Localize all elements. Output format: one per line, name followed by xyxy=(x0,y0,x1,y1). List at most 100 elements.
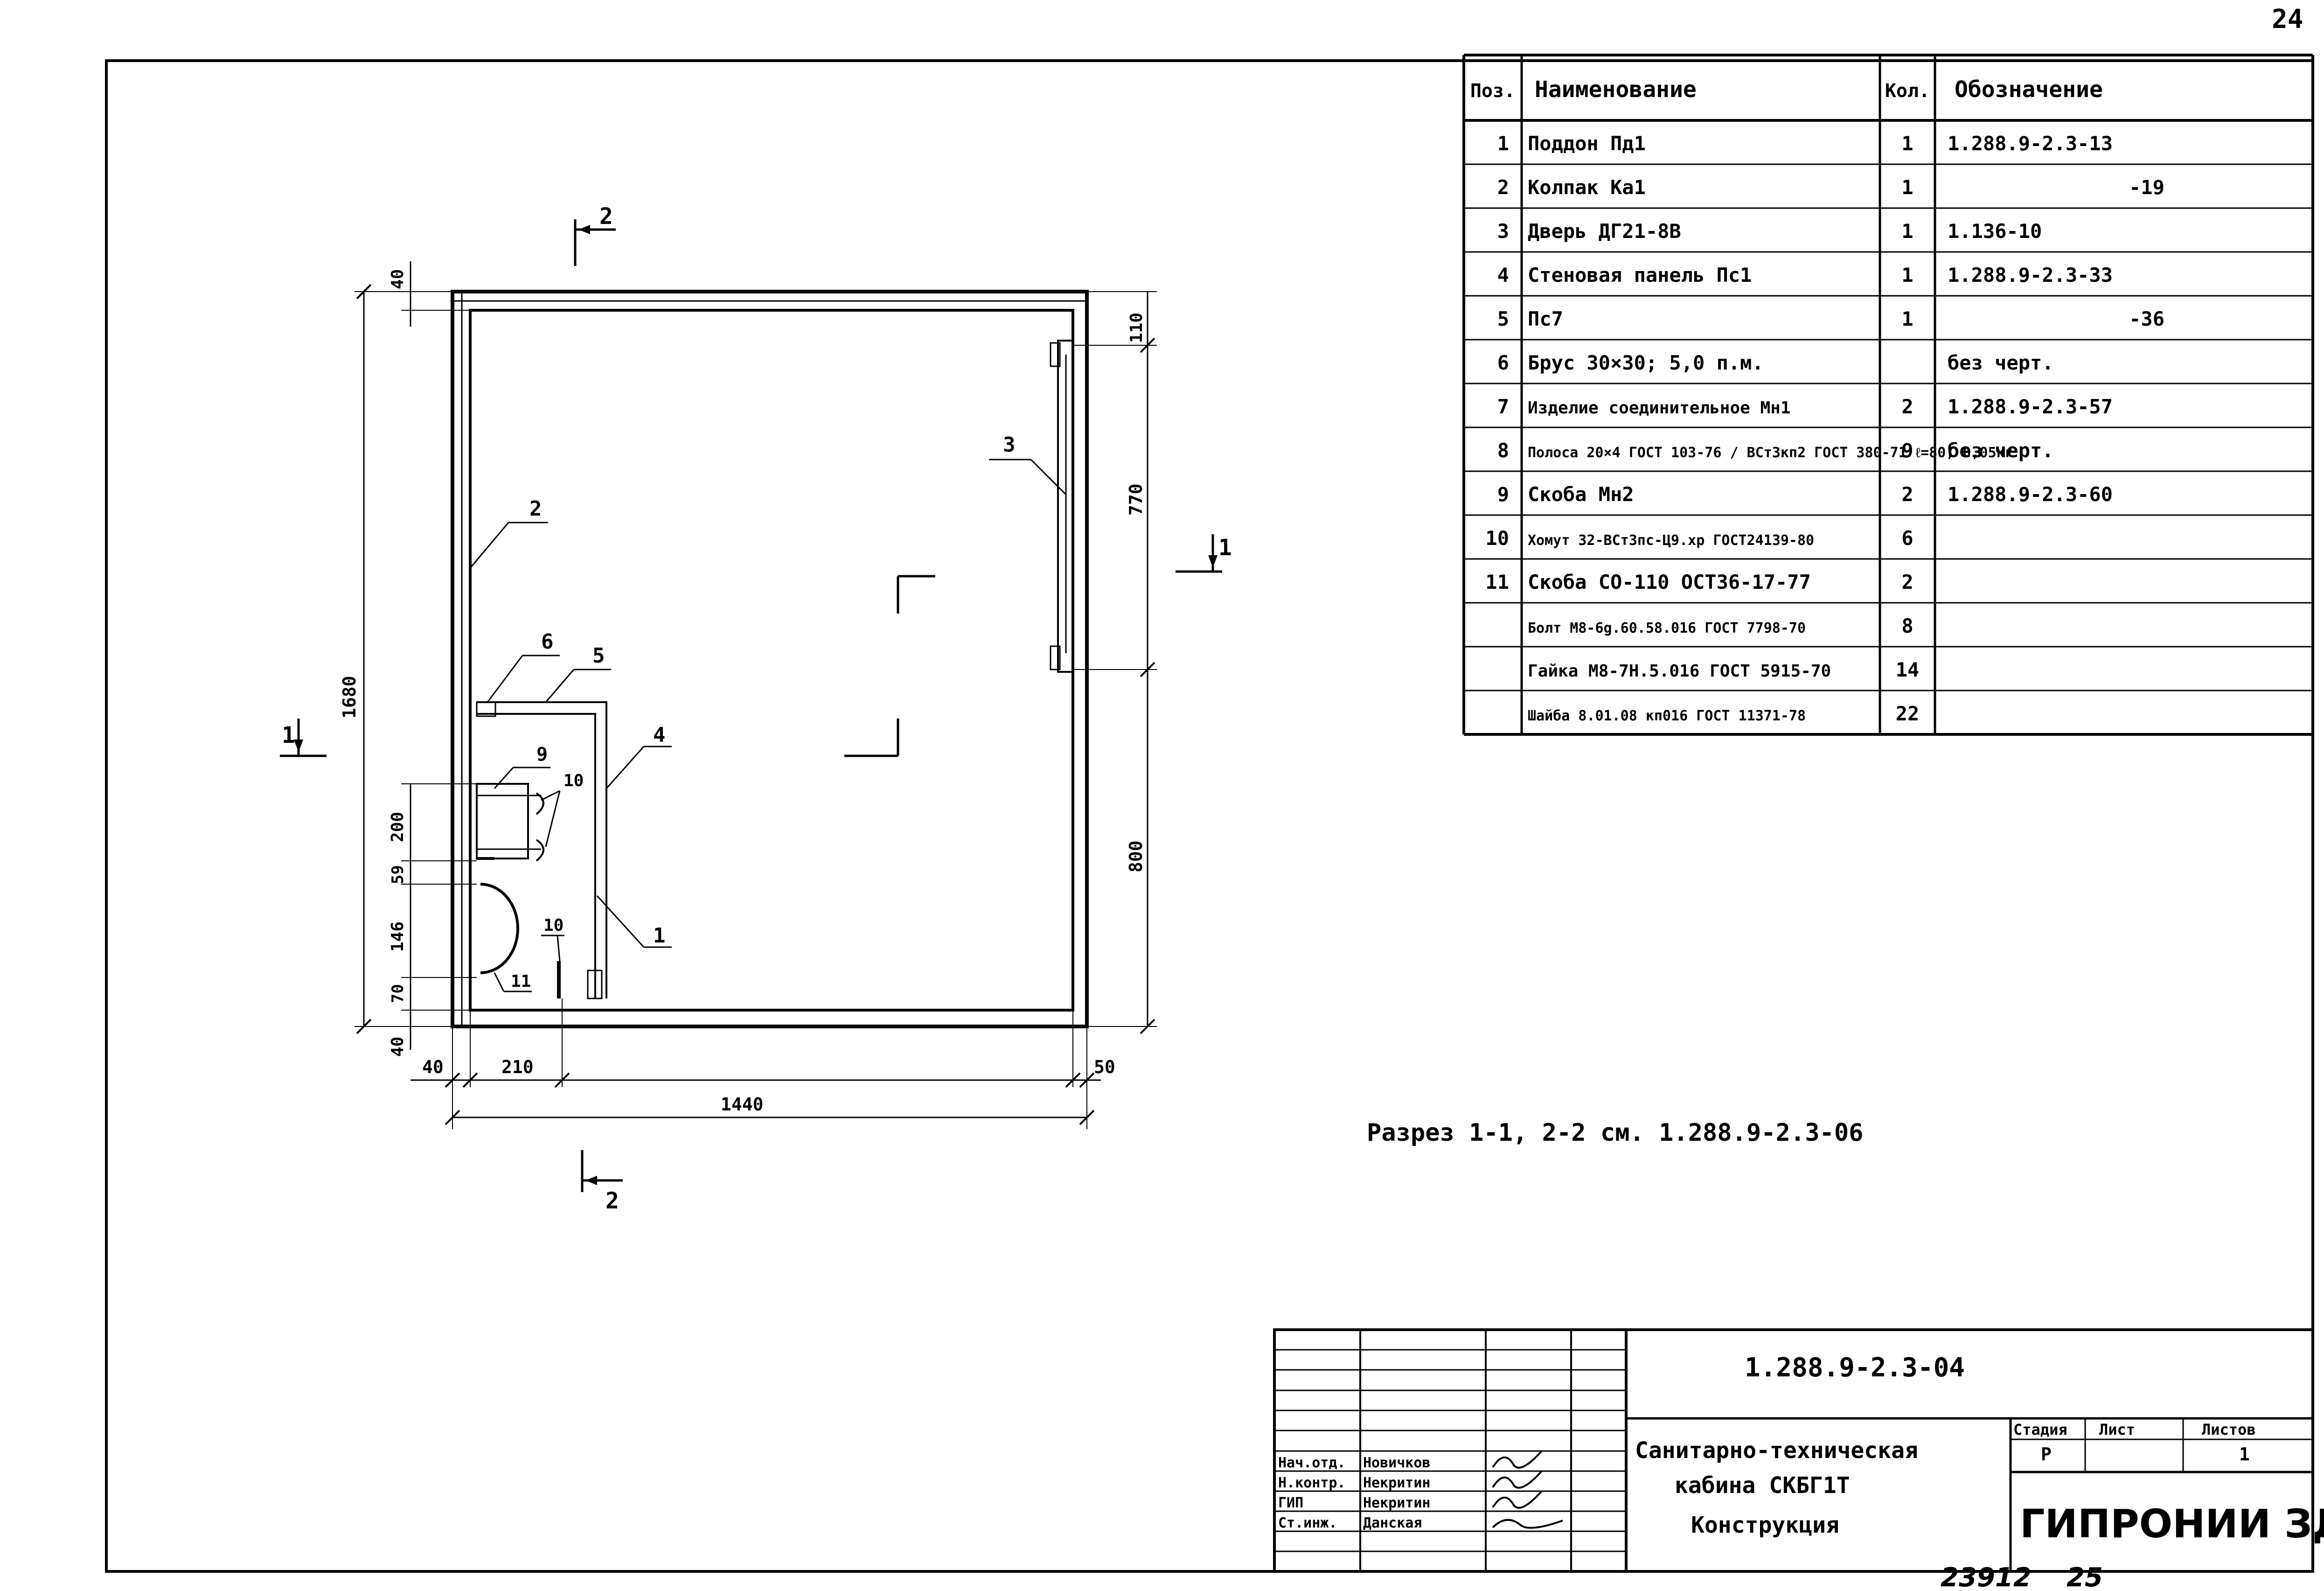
sig-name-4: Данская xyxy=(1363,1515,1422,1531)
spec-row-designation: -36 xyxy=(2129,307,2164,330)
svg-text:2: 2 xyxy=(599,203,613,230)
dim-50: 50 xyxy=(1094,1057,1115,1077)
sig-role-4: Ст.инж. xyxy=(1278,1515,1337,1531)
spec-row-designation: 1.288.9-2.3-60 xyxy=(1948,483,2113,506)
spec-row-designation: 1.136-10 xyxy=(1948,220,2042,243)
callout-2: 2 xyxy=(529,497,542,521)
dim-200: 200 xyxy=(388,812,407,842)
sheet-frame xyxy=(105,59,2314,1573)
spec-row-pos: 6 xyxy=(1497,351,1509,374)
dim-800: 800 xyxy=(1126,840,1146,872)
dimensions-left: 1680 40 200 59 146 70 40 xyxy=(339,261,477,1057)
spec-row-name: Изделие соединительное Мн1 xyxy=(1528,398,1791,418)
dim-40-bottom: 40 xyxy=(388,1037,407,1057)
spec-row-designation: 1.288.9-2.3-33 xyxy=(1948,264,2113,286)
sheet-label: Лист xyxy=(2099,1421,2135,1438)
spec-header-qty: Кол. xyxy=(1885,80,1930,102)
dim-40-left: 40 xyxy=(422,1057,444,1077)
sig-name-1: Новичков xyxy=(1363,1455,1431,1471)
sheets-label: Листов xyxy=(2202,1421,2256,1438)
stage-value: Р xyxy=(2041,1444,2052,1465)
callout-1: 1 xyxy=(653,924,666,948)
spec-row-name: Пс7 xyxy=(1528,307,1563,330)
dim-40-top: 40 xyxy=(388,269,407,289)
spec-row-qty: 1 xyxy=(1901,176,1913,199)
sig-role-2: Н.контр. xyxy=(1278,1475,1346,1491)
spec-row-name: Полоса 20×4 ГОСТ 103-76 / ВСт3кп2 ГОСТ 3… xyxy=(1528,445,2013,461)
dimensions-bottom: 40 210 50 1440 xyxy=(411,998,1115,1129)
callout-9: 9 xyxy=(536,744,548,765)
spec-row-pos: 4 xyxy=(1497,264,1509,286)
callout-6: 6 xyxy=(541,630,554,654)
sig-role-1: Нач.отд. xyxy=(1278,1455,1346,1471)
spec-row-designation: без черт. xyxy=(1948,351,2054,374)
callout-10b: 10 xyxy=(543,916,564,935)
spec-row-name: Стеновая панель Пс1 xyxy=(1528,264,1752,286)
section-mark-2-top: 2 xyxy=(574,203,616,266)
spec-row-pos: 5 xyxy=(1497,307,1509,330)
svg-text:1: 1 xyxy=(282,722,295,748)
spec-row-qty: 1 xyxy=(1901,220,1913,243)
stage-label: Стадия xyxy=(2013,1421,2067,1438)
spec-row-qty: 6 xyxy=(1901,527,1913,550)
spec-row-qty: 9 xyxy=(1901,439,1913,462)
spec-row-pos: 10 xyxy=(1485,527,1509,550)
signature-rows: Нач.отд. Новичков Н.контр. Некритин ГИП … xyxy=(1278,1450,1563,1531)
spec-row-name: Поддон Пд1 xyxy=(1528,132,1646,155)
sheets-value: 1 xyxy=(2239,1444,2250,1465)
doc-code: 1.288.9-2.3-04 xyxy=(1745,1353,1965,1383)
spec-row-name: Шайба 8.01.08 кп016 ГОСТ 11371-78 xyxy=(1528,708,1806,724)
section-mark-2-bottom: 2 xyxy=(581,1150,623,1214)
sig-name-3: Некритин xyxy=(1363,1495,1431,1511)
callout-labels: 2 3 6 5 4 9 10 1 10 xyxy=(470,433,1067,992)
section-mark-1-left: 1 xyxy=(280,719,327,757)
section-note: Разрез 1-1, 2-2 см. 1.288.9-2.3-06 xyxy=(1367,1119,1863,1147)
spec-row-name: Скоба Мн2 xyxy=(1528,483,1634,506)
dim-210: 210 xyxy=(501,1057,534,1077)
title-line-1: Санитарно-техническая xyxy=(1635,1437,1918,1464)
dim-59: 59 xyxy=(389,865,407,884)
spec-row-qty: 2 xyxy=(1901,483,1913,506)
svg-text:2: 2 xyxy=(605,1188,619,1214)
spec-row-name: Болт М8-6g.60.58.016 ГОСТ 7798-70 xyxy=(1528,620,1806,636)
inner-wall xyxy=(469,309,1074,1012)
sig-name-2: Некритин xyxy=(1363,1475,1431,1491)
spec-row-name: Колпак Ка1 xyxy=(1528,176,1646,199)
spec-row-pos: 11 xyxy=(1485,571,1509,593)
spec-row-designation: без черт. xyxy=(1948,439,2054,462)
spec-row-qty: 22 xyxy=(1896,702,1920,725)
archive-number: 23912 xyxy=(1941,1563,2032,1591)
dim-70: 70 xyxy=(389,984,407,1003)
signature-mark xyxy=(1492,1450,1543,1469)
spec-row-qty: 8 xyxy=(1901,614,1913,637)
spec-row-pos: 2 xyxy=(1497,176,1509,199)
svg-text:1: 1 xyxy=(1218,535,1232,561)
dim-1440: 1440 xyxy=(721,1094,764,1115)
spec-row-name: Дверь ДГ21-8В xyxy=(1528,220,1681,243)
spec-row-qty: 2 xyxy=(1901,571,1913,593)
organization: ГИПРОНИИ ЗДРАВ xyxy=(2020,1501,2324,1547)
door xyxy=(1050,340,1074,673)
outer-wall xyxy=(451,290,1089,1028)
sig-role-3: ГИП xyxy=(1278,1495,1303,1511)
spec-header-pos: Поз. xyxy=(1470,80,1515,102)
spec-row-pos: 9 xyxy=(1497,483,1509,506)
title-block: 1.288.9-2.3-04 Санитарно-техническая каб… xyxy=(1273,1328,2324,1573)
spec-row-name: Скоба СО-110 ОСТ36-17-77 xyxy=(1528,571,1811,593)
spec-row-qty: 14 xyxy=(1896,658,1920,681)
spec-row-qty: 2 xyxy=(1901,395,1913,418)
signature-mark xyxy=(1492,1519,1563,1529)
dimensions-right: 110 770 800 xyxy=(1073,291,1157,1034)
spec-row-name: Гайка М8-7Н.5.016 ГОСТ 5915-70 xyxy=(1528,662,1831,681)
spec-row-designation: 1.288.9-2.3-57 xyxy=(1948,395,2113,418)
spec-row-pos: 7 xyxy=(1497,395,1509,418)
spec-row-pos: 3 xyxy=(1497,220,1509,243)
callout-3: 3 xyxy=(1003,433,1016,457)
signature-mark xyxy=(1492,1470,1543,1489)
dim-1680: 1680 xyxy=(339,676,360,719)
page-number: 25 xyxy=(2067,1563,2103,1591)
spec-row-qty: 1 xyxy=(1901,307,1913,330)
spec-row-qty: 1 xyxy=(1901,132,1913,155)
